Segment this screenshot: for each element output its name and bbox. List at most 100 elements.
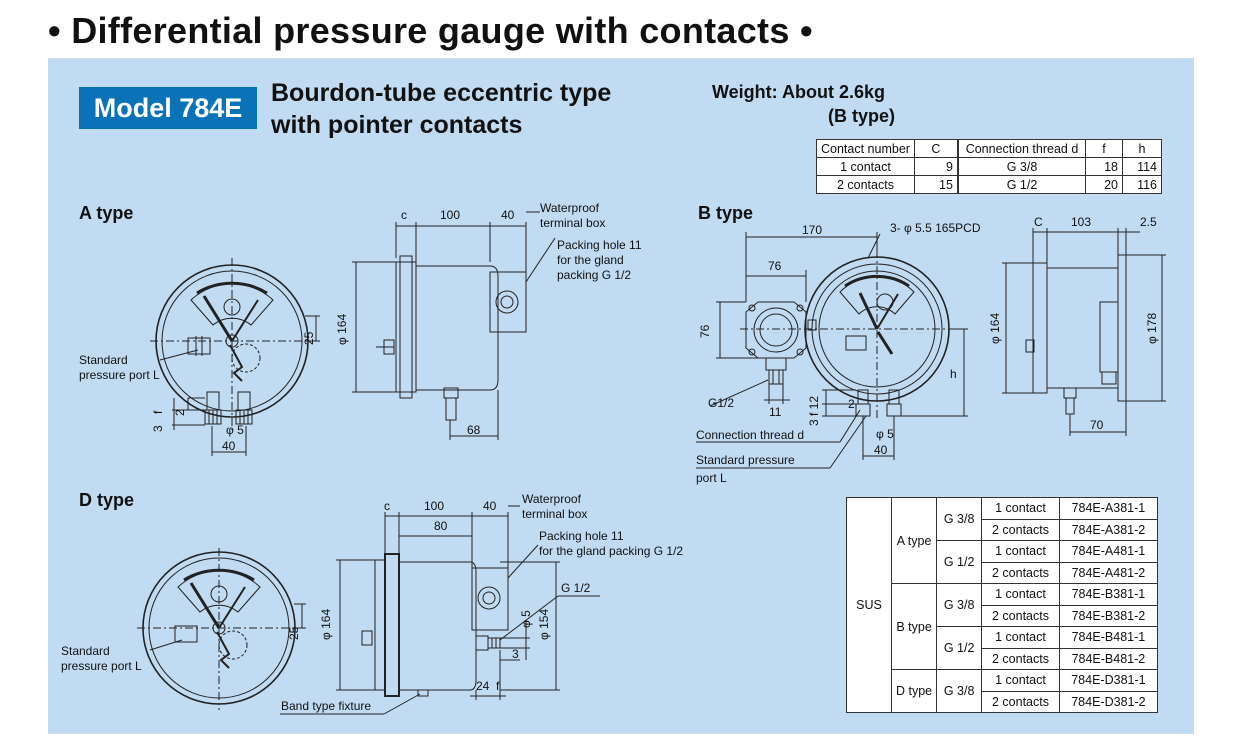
b-dim-103: 103 [1071, 215, 1091, 229]
a-dim-25: 25 [302, 331, 316, 345]
b-std-port-1: Standard pressure [696, 453, 795, 467]
a-dim-100: 100 [440, 208, 460, 222]
b-dim-phi5: φ 5 [876, 427, 894, 441]
model-code-cell: 784E-B381-1 [1058, 583, 1159, 606]
a-dim-2: 2 [173, 409, 187, 416]
d-waterproof-2: terminal box [522, 507, 587, 521]
a-dim-40b: 40 [222, 439, 236, 453]
model-description: Bourdon-tube eccentric type with pointer… [271, 77, 611, 141]
a-type-front-view [150, 258, 320, 456]
a-packing-2: for the gland [557, 253, 624, 267]
d-dim-24: 24 [476, 679, 490, 693]
d-dim-100: 100 [424, 499, 444, 513]
model-code-cell: 784E-B481-1 [1058, 626, 1159, 649]
b-type-side-view [1002, 228, 1166, 436]
contact-cell: 1 contact [981, 583, 1060, 606]
type-cell: A type [890, 497, 938, 584]
b-dim-76b: 76 [698, 324, 712, 338]
table-header: C [913, 139, 958, 158]
table-row: 2 contacts 784E-B381-2 [847, 604, 1159, 627]
model-code-cell: 784E-A381-1 [1058, 497, 1159, 520]
thread-cell: G 1/2 [936, 540, 983, 584]
b-dim-170: 170 [802, 223, 822, 237]
b-dim-76a: 76 [768, 259, 782, 273]
a-dim-f: f [151, 410, 165, 414]
model-code-cell: 784E-A481-1 [1058, 540, 1159, 563]
weight-note: Weight: About 2.6kg (B type) [712, 80, 895, 128]
table-cell: G 1/2 [958, 175, 1086, 194]
a-std-port-2: pressure port L [79, 368, 160, 382]
a-dim-3: 3 [151, 425, 165, 432]
material-cell: SUS [846, 497, 892, 713]
table-row: B type G 3/8 1 contact 784E-B381-1 [847, 583, 1159, 670]
table-header: h [1122, 139, 1162, 158]
b-dim-g12: G1/2 [708, 396, 734, 410]
model-desc-line1: Bourdon-tube eccentric type [271, 79, 612, 107]
a-dim-phi5: φ 5 [226, 423, 244, 437]
b-holes: 3- φ 5.5 165PCD [890, 221, 981, 235]
table-row: Connection thread d f h [958, 139, 1162, 158]
b-conn-thread: Connection thread d [696, 428, 804, 442]
contact-cell: 1 contact [981, 669, 1060, 692]
model-number-table: SUS A type G 3/8 1 contact 784E-A381-1 2… [846, 497, 1159, 713]
thread-cell: G 3/8 [936, 669, 983, 713]
contact-cell: 2 contacts [981, 604, 1060, 627]
model-code-cell: 784E-B481-2 [1058, 647, 1159, 670]
a-dim-68: 68 [467, 423, 481, 437]
table-row: 2 contacts 784E-A481-2 [847, 561, 1159, 584]
d-dim-40: 40 [483, 499, 497, 513]
thread-cell: G 3/8 [936, 497, 983, 541]
d-type-side-view [280, 505, 600, 715]
b-dim-11: 11 [769, 405, 782, 419]
model-badge: Model 784E [79, 87, 257, 129]
table-cell: 116 [1122, 175, 1162, 194]
table-row: SUS A type G 3/8 1 contact 784E-A381-1 [846, 497, 1159, 713]
d-packing-2: for the gland packing G 1/2 [539, 544, 683, 558]
table-row: D type G 3/8 1 contact 784E-D381-1 [847, 669, 1159, 713]
type-cell: B type [890, 583, 938, 670]
d-dim-phi154: φ 154 [537, 609, 551, 640]
a-dim-40: 40 [501, 208, 515, 222]
d-dim-phi164: φ 164 [319, 609, 333, 640]
d-band: Band type fixture [281, 699, 371, 713]
model-desc-line2: with pointer contacts [271, 111, 523, 139]
d-dim-25: 25 [287, 626, 301, 640]
d-packing-1: Packing hole 11 [539, 529, 624, 543]
table-row: 2 contacts 15 [816, 175, 958, 194]
weight-line1: Weight: About 2.6kg [712, 82, 885, 102]
table-cell: 18 [1085, 157, 1123, 176]
a-waterproof-2: terminal box [540, 216, 605, 230]
model-code-cell: 784E-B381-2 [1058, 604, 1159, 627]
b-type-label: B type [698, 203, 754, 223]
d-dim-phi5: φ 5 [519, 610, 533, 628]
connection-thread-table: Connection thread d f h G 3/8 18 114 G 1… [958, 139, 1162, 194]
table-row: Contact number C [816, 139, 958, 158]
d-std-port-2: pressure port L [61, 659, 142, 673]
thread-cell: G 1/2 [936, 626, 983, 670]
model-code-cell: 784E-D381-1 [1058, 669, 1159, 692]
b-std-port-2: port L [696, 471, 727, 485]
contact-cell: 1 contact [981, 497, 1060, 520]
d-type-label: D type [79, 490, 135, 510]
table-row: G 1/2 1 contact 784E-A481-1 [847, 540, 1159, 584]
d-dim-g12: G 1/2 [561, 581, 591, 595]
table-header: Contact number [816, 139, 915, 158]
a-std-port-1: Standard [79, 353, 128, 367]
d-dim-80: 80 [434, 519, 448, 533]
table-row: G 1/2 20 116 [958, 175, 1162, 194]
b-dim-3f12: 3 f 12 [807, 396, 821, 426]
b-dim-2: 2 [848, 397, 855, 411]
page-title: • Differential pressure gauge with conta… [48, 10, 813, 51]
b-dim-25: 2.5 [1140, 215, 1157, 229]
model-code-cell: 784E-D381-2 [1058, 690, 1159, 713]
table-row: 2 contacts 784E-D381-2 [847, 690, 1159, 713]
a-dim-phi164: φ 164 [335, 314, 349, 345]
contact-cell: 2 contacts [981, 518, 1060, 541]
contact-cell: 1 contact [981, 626, 1060, 649]
d-waterproof-1: Waterproof [522, 492, 582, 506]
contact-number-table: Contact number C 1 contact 9 2 contacts … [816, 139, 958, 194]
d-dim-3: 3 [512, 647, 519, 661]
contact-cell: 2 contacts [981, 690, 1060, 713]
a-packing-3: packing G 1/2 [557, 268, 631, 282]
